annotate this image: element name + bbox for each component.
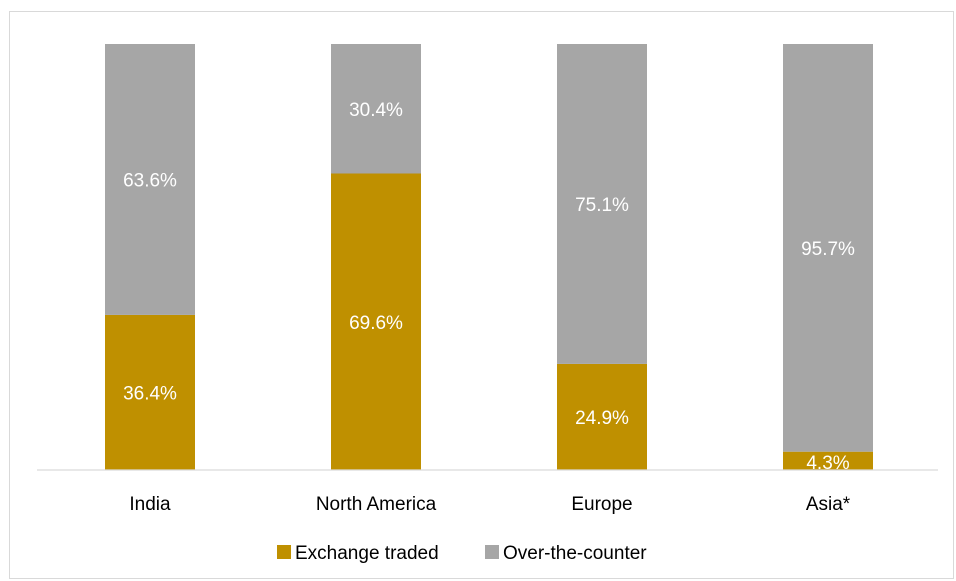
data-label-europe-over-the-counter: 75.1% xyxy=(575,195,629,216)
legend-swatch-over-the-counter xyxy=(485,545,499,559)
legend: Exchange traded Over-the-counter xyxy=(277,543,647,564)
legend-swatch-exchange-traded xyxy=(277,545,291,559)
bar-asia-over-the-counter xyxy=(783,44,873,452)
category-label: North America xyxy=(316,494,437,515)
data-label-north-america-over-the-counter: 30.4% xyxy=(349,100,403,121)
legend-label-exchange-traded: Exchange traded xyxy=(295,543,439,564)
bar-india-exchange-traded xyxy=(105,314,195,470)
category-label: Europe xyxy=(571,494,632,515)
data-label-india-over-the-counter: 63.6% xyxy=(123,170,177,191)
data-label-india-exchange-traded: 36.4% xyxy=(123,383,177,404)
legend-label-over-the-counter: Over-the-counter xyxy=(503,543,647,564)
data-label-europe-exchange-traded: 24.9% xyxy=(575,408,629,429)
category-label: Asia* xyxy=(806,494,851,515)
bar-north-america-exchange-traded xyxy=(331,173,421,470)
bar-india-over-the-counter xyxy=(105,44,195,315)
bar-north-america-over-the-counter xyxy=(331,44,421,174)
bar-europe-over-the-counter xyxy=(557,44,647,364)
bar-europe-exchange-traded xyxy=(557,363,647,470)
bar-asia-exchange-traded xyxy=(783,451,873,470)
data-label-north-america-exchange-traded: 69.6% xyxy=(349,313,403,334)
data-label-asia-over-the-counter: 95.7% xyxy=(801,239,855,260)
bars-group: 36.4% 63.6% 69.6% 30.4% 24.9% 75.1% 4.3% 95.7% xyxy=(105,44,873,474)
category-labels-group: India North America Europe Asia* xyxy=(129,494,850,515)
category-label: India xyxy=(129,494,171,515)
data-label-asia-exchange-traded: 4.3% xyxy=(806,453,849,474)
